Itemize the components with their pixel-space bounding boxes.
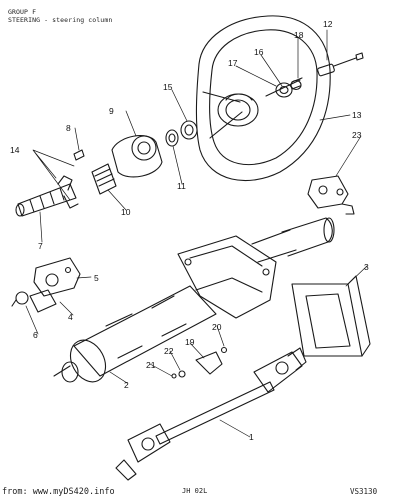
label-part-7: 7 — [38, 241, 43, 251]
label-part-11: 11 — [177, 181, 186, 191]
label-part-23: 23 — [352, 130, 362, 140]
label-part-21: 21 — [146, 360, 156, 370]
label-part-19: 19 — [185, 337, 195, 347]
group-label: GROUP F — [8, 8, 37, 16]
inner-shaft — [15, 175, 79, 217]
splined-sleeve — [73, 149, 117, 195]
footer-fragment: JH 02L — [182, 487, 208, 495]
bearing — [180, 120, 198, 140]
hub-nut — [275, 77, 303, 98]
steering-wheel — [195, 15, 331, 182]
label-part-2: 2 — [124, 380, 129, 390]
label-part-15: 15 — [163, 82, 173, 92]
label-part-1: 1 — [249, 432, 254, 442]
label-part-16: 16 — [254, 47, 264, 57]
label-part-17: 17 — [228, 58, 238, 68]
label-part-14: 14 — [10, 145, 20, 155]
cover-plate — [291, 275, 371, 357]
horn-rod — [317, 52, 364, 77]
label-part-3: 3 — [364, 262, 369, 272]
shroud-bearing — [111, 135, 163, 178]
column-mount — [177, 235, 277, 319]
label-part-12: 12 — [323, 19, 333, 29]
label-part-10: 10 — [121, 207, 131, 217]
label-part-22: 22 — [164, 346, 174, 356]
clip-bracket — [171, 346, 228, 379]
leader-lines — [25, 29, 368, 438]
mount-bracket — [307, 175, 355, 215]
intermediate-shaft — [115, 347, 307, 481]
label-part-4: 4 — [68, 312, 73, 322]
washer — [165, 129, 179, 147]
label-part-8: 8 — [66, 123, 71, 133]
label-part-20: 20 — [212, 322, 222, 332]
label-part-5: 5 — [94, 273, 99, 283]
drawing-code: VS3130 — [350, 487, 378, 496]
callouts: 1 2 3 4 5 6 7 8 9 10 11 12 13 14 15 16 1… — [10, 19, 369, 442]
label-part-18: 18 — [294, 30, 304, 40]
outer-column — [53, 285, 217, 383]
upper-column — [251, 217, 335, 263]
diagram-title: STEERING - steering column — [8, 16, 113, 24]
source-watermark: from: www.myDS420.info — [2, 487, 115, 497]
lock-housing — [11, 257, 81, 313]
label-part-9: 9 — [109, 106, 114, 116]
label-part-6: 6 — [33, 330, 38, 340]
label-part-13: 13 — [352, 110, 362, 120]
